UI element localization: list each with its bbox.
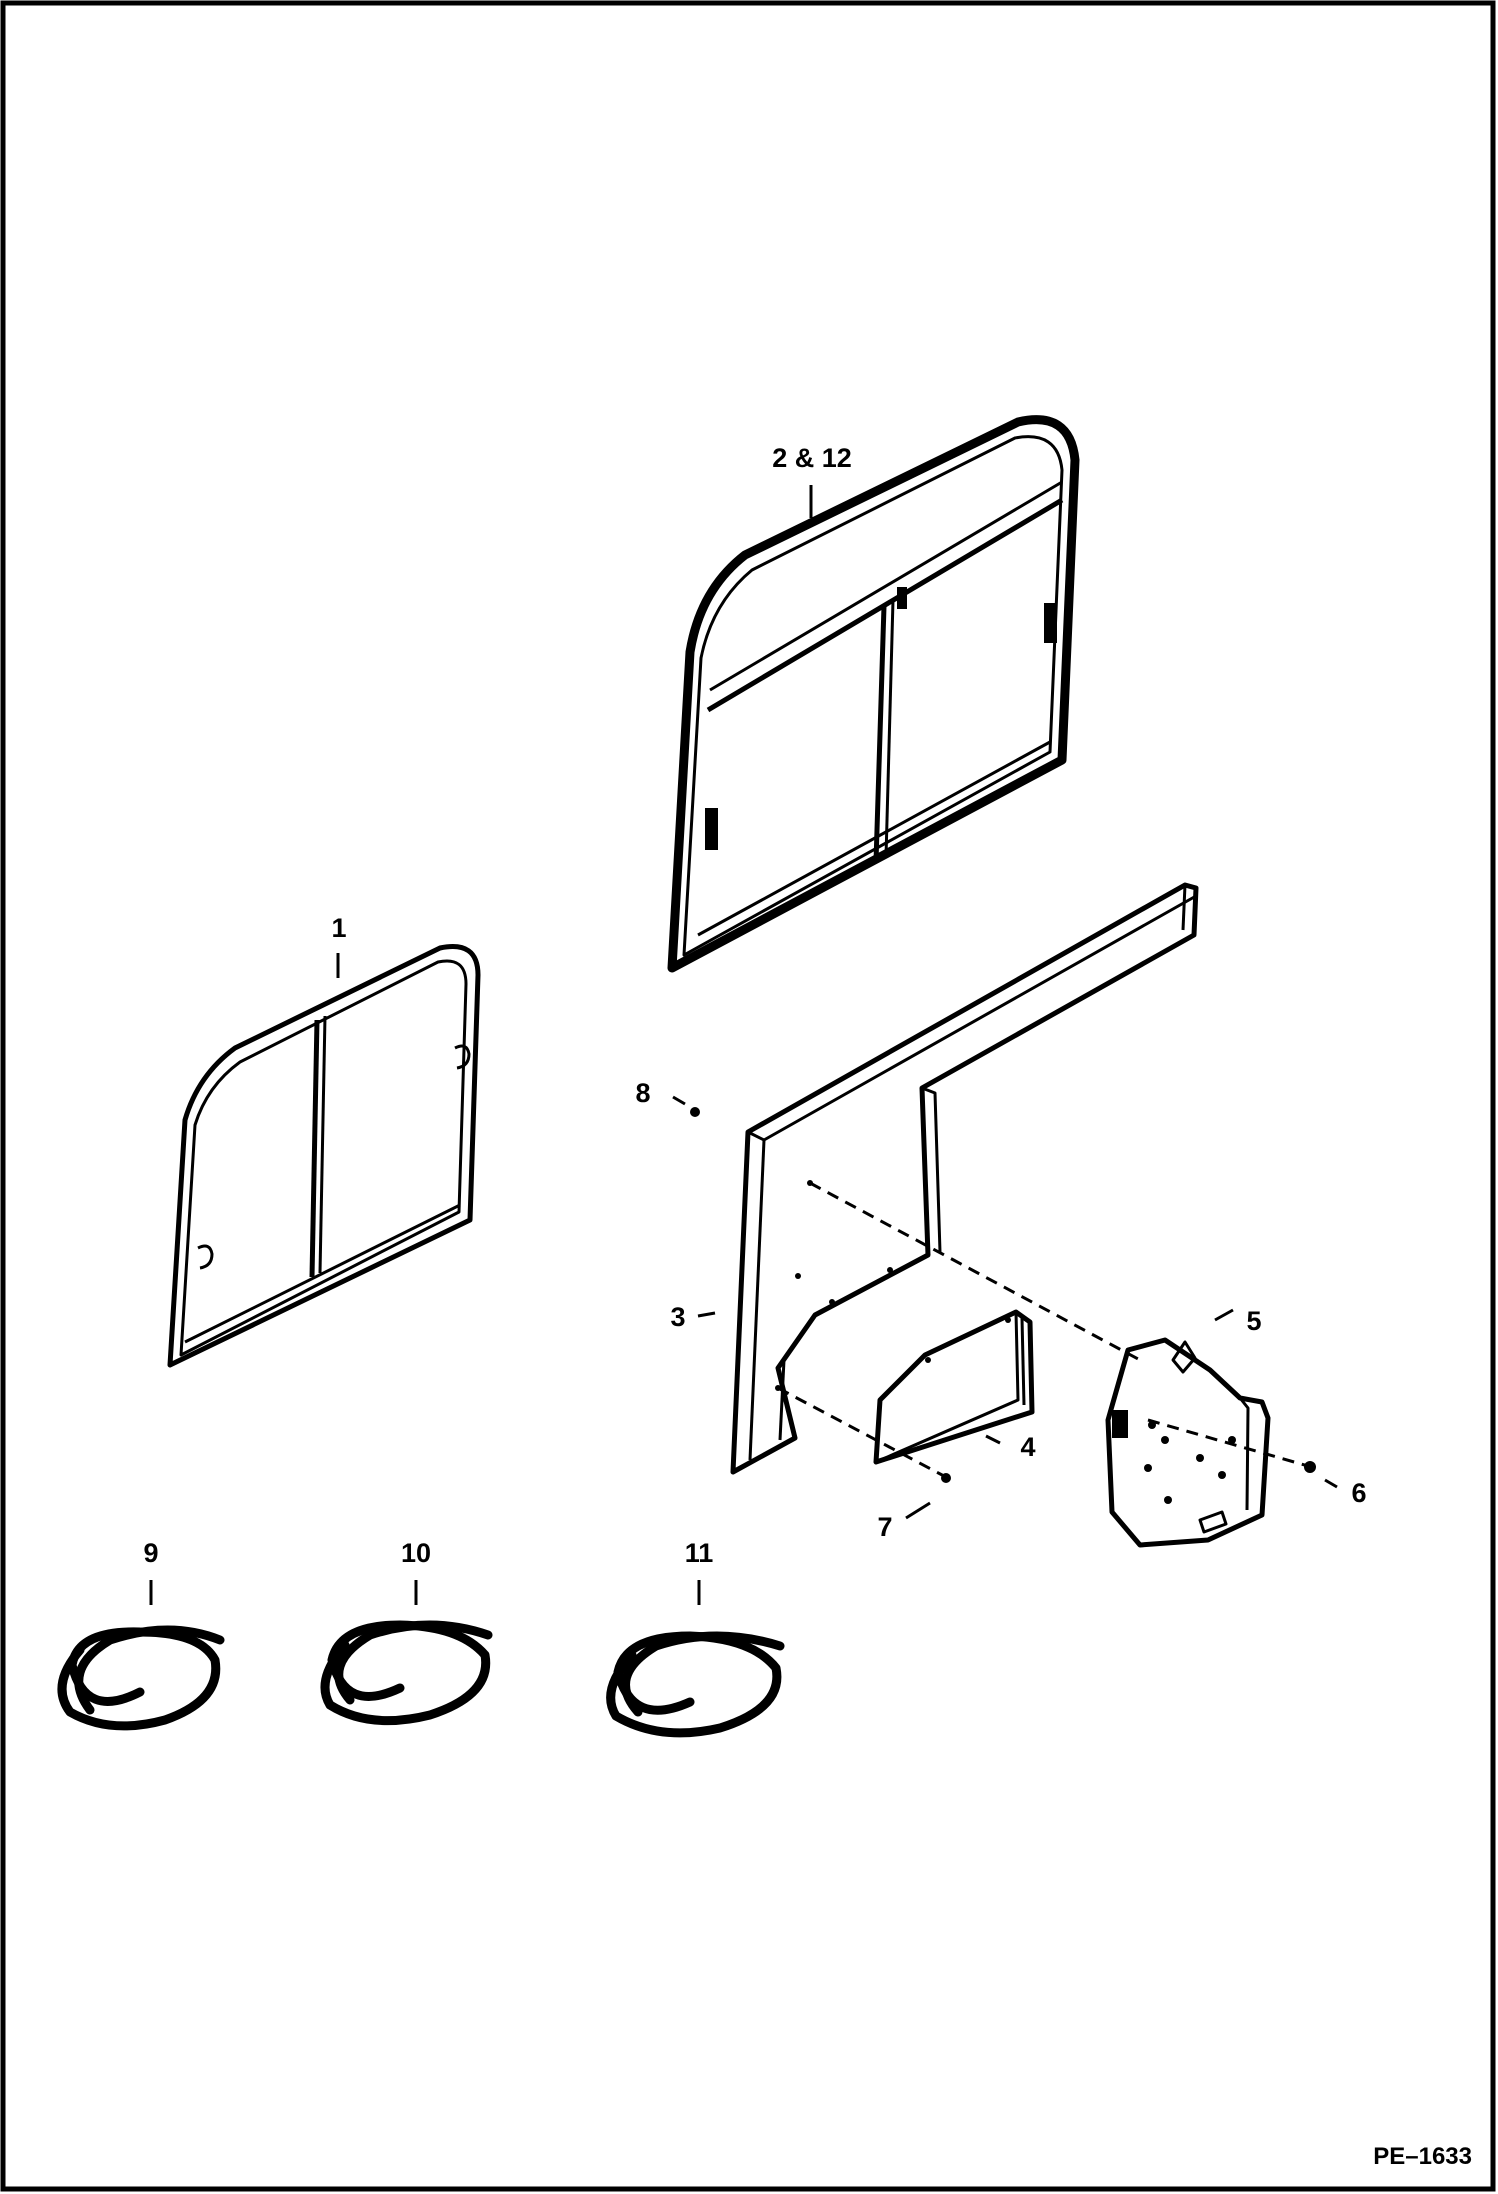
callout-2-12: 2 & 12 [772,443,852,473]
part-3-side-panel [730,882,1199,1475]
callout-10: 10 [401,1538,431,1568]
part-6-nut [1304,1461,1316,1473]
callout-8: 8 [635,1078,650,1108]
callout-1: 1 [331,913,346,943]
part-4-bracket [873,1309,1035,1465]
callout-9: 9 [143,1538,158,1568]
callout-11: 11 [685,1538,714,1568]
drawing-code: PE–1633 [1373,2143,1472,2170]
callout-3: 3 [670,1302,685,1332]
latch-left [705,808,718,850]
callout-7: 7 [877,1512,892,1542]
part-9-seal [57,1625,225,1731]
part-1-window [167,944,481,1368]
part-5-plate [1105,1337,1271,1548]
part-2-12-window-assembly [667,415,1080,973]
assembly-line-6 [1147,1418,1309,1468]
callout-4: 4 [1020,1432,1035,1462]
part-10-seal [320,1620,493,1726]
assembly-line-5 [809,1181,1141,1362]
callout-6: 6 [1351,1478,1366,1508]
latch-right [1044,603,1057,643]
switch [1112,1410,1128,1438]
part-8-screw [690,1107,700,1117]
callout-5: 5 [1246,1306,1261,1336]
assembly-line-7 [777,1386,945,1478]
part-11-seal [606,1631,785,1738]
